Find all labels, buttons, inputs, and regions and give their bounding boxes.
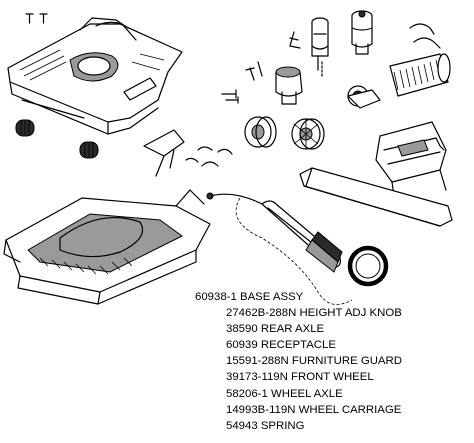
screw-pair [25, 13, 48, 24]
parts-list-item: 54943 SPRING [226, 419, 305, 432]
receptacle-socket [311, 17, 329, 71]
parts-list-item: 15591-288N FURNITURE GUARD [226, 355, 402, 368]
height-adjust-knob [275, 66, 303, 105]
furniture-guard-bumper [299, 167, 453, 227]
hood-cover [7, 17, 183, 135]
parts-list-item: 60939 RECEPTACLE [226, 339, 336, 352]
rear-wheel-left [15, 119, 35, 137]
brushroll-assembly [206, 192, 353, 305]
screw-set [221, 61, 263, 104]
rear-wheel-right [79, 141, 99, 159]
parts-list-item: 39173-119N FRONT WHEEL [226, 371, 374, 384]
front-wheel [244, 116, 277, 148]
wheel-carriage [375, 121, 447, 197]
parts-list-item: 27462B-288N HEIGHT ADJ KNOB [226, 307, 402, 320]
rear-axle-rod [21, 99, 85, 119]
drive-belt [347, 245, 389, 287]
cylinder-fitting [351, 10, 373, 55]
base-housing [3, 189, 211, 305]
bearing-cup [347, 85, 381, 109]
bracket-pair [409, 23, 441, 49]
parts-list: 60938-1 BASE ASSY 27462B-288N HEIGHT ADJ… [195, 289, 402, 434]
spring-clip [289, 31, 323, 79]
receptacle-bracket [143, 129, 185, 177]
agitator-spring-roll [389, 53, 451, 97]
parts-list-item: 38590 REAR AXLE [226, 323, 325, 336]
parts-list-item: 14993B-119N WHEEL CARRIAGE [226, 403, 402, 416]
parts-list-header: 60938-1 BASE ASSY [195, 291, 304, 303]
gear-wheel [291, 118, 325, 150]
c-clips [185, 146, 233, 167]
parts-list-item: 58206-1 WHEEL AXLE [226, 387, 343, 400]
